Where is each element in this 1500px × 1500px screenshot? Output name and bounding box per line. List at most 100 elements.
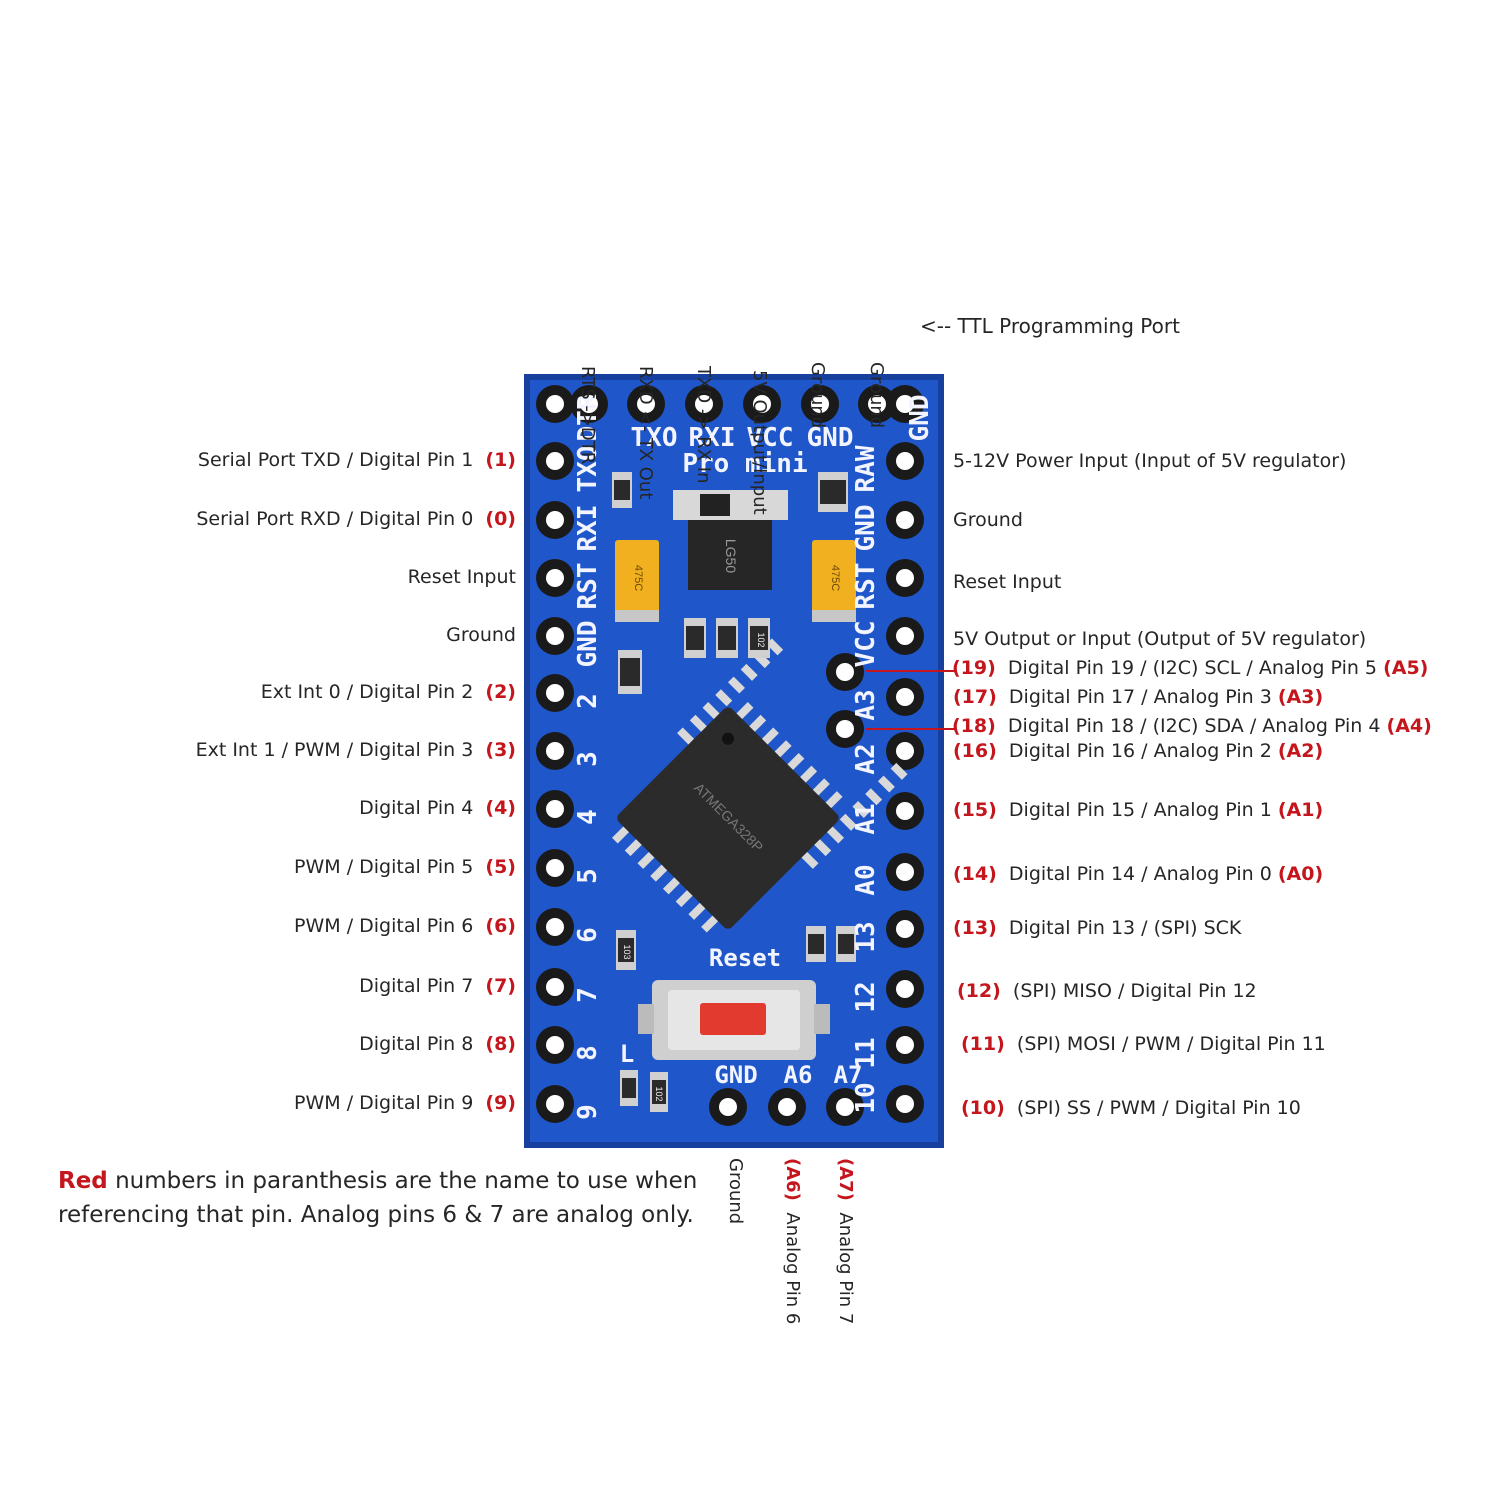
right-label-3: 5V Output or Input (Output of 5V regulat… [953,627,1366,651]
silk-right-11: 11 [851,1037,881,1068]
silk-reset: Reset [709,944,781,972]
left-pad-8-hole [546,918,564,936]
left-pad-5-hole [546,742,564,760]
passive-body-6 [618,938,634,962]
bottom-pad-0-hole [719,1098,737,1116]
right-label-8: (15) Digital Pin 15 / Analog Pin 1 (A1) [953,798,1323,822]
right-pad-6-hole [896,802,914,820]
right-label-text-3: 5V Output or Input (Output of 5V regulat… [953,628,1367,650]
tantalum-marking-0: 475C [632,565,644,591]
a4-pad-hole [836,720,854,738]
mcu-lead-right-1 [877,775,895,793]
right-label-text-10: Digital Pin 13 / (SPI) SCK [1008,917,1242,939]
right-pad-2-hole [896,569,914,587]
left-label-text-2: Reset Input [407,566,516,588]
silk-right-4: VCC [851,621,881,668]
mcu-lead-left-3 [728,676,745,694]
legend-note: Red numbers in paranthesis are the name … [58,1164,697,1232]
silk-right-3: RST [851,563,881,610]
silk-left-3: RST [573,563,603,610]
right-label-post-4: (A5) [1383,657,1429,679]
silk-left-7: 4 [573,809,603,825]
right-label-pre-13: (10) [961,1097,1005,1119]
bottom-label-text-2: Analog Pin 7 [835,1212,856,1325]
right-label-text-5: Digital Pin 17 / Analog Pin 3 [1008,686,1272,708]
right-label-post-9: (A0) [1277,863,1324,885]
silk-left-2: RXI [573,505,603,552]
silk-bottom-1: A6 [784,1061,813,1089]
left-label-text-8: PWM / Digital Pin 6 [294,915,474,937]
reset-button-leg-left [638,1004,654,1034]
right-label-pre-12: (11) [961,1033,1005,1055]
mcu-body [617,707,839,929]
passive-body-10 [622,1078,636,1098]
mcu-lead-bottom-0 [612,826,630,844]
left-label-text-4: Ext Int 0 / Digital Pin 2 [260,681,474,703]
right-label-text-4: Digital Pin 19 / (I2C) SCL / Analog Pin … [1007,657,1378,679]
regulator [688,520,772,590]
bottom-pad-1-hole [778,1098,796,1116]
mcu-dot [722,732,734,745]
silk-right-12: 10 [851,1082,881,1113]
silk-right-0: GND [905,395,935,442]
left-label-7: PWM / Digital Pin 5 (5) [294,855,516,879]
left-label-11: PWM / Digital Pin 9 (9) [294,1091,516,1115]
left-label-text-9: Digital Pin 7 [359,975,474,997]
mcu-lead-top-6 [812,778,830,796]
mcu-lead-right-5 [826,826,844,844]
right-label-13: (10) (SPI) SS / PWM / Digital Pin 10 [961,1096,1301,1120]
right-label-post-8: (A1) [1277,799,1324,821]
right-label-pre-8: (15) [953,799,997,821]
right-label-text-2: Reset Input [953,571,1062,593]
top-pad-0-hole [580,395,598,413]
bottom-pad-2-hole [836,1098,854,1116]
top-label-text-2: TXD -> RX In [693,366,714,484]
passive-body-2 [686,626,704,650]
top-label-text-5: Ground [866,362,887,429]
left-label-num-11: (9) [485,1092,516,1114]
mcu-lead-bottom-3 [650,864,668,882]
mcu-lead-right-6 [814,839,832,857]
right-label-9: (14) Digital Pin 14 / Analog Pin 0 (A0) [953,862,1323,886]
left-pad-6-hole [546,800,564,818]
bottom-label-text-1: Analog Pin 6 [782,1212,803,1325]
top-pad-2-hole [695,395,713,413]
mcu-lead-right-0 [890,762,908,780]
left-label-num-1: (0) [485,508,516,530]
note-line-2: referencing that pin. Analog pins 6 & 7 … [58,1202,694,1228]
right-label-text-12: (SPI) MOSI / PWM / Digital Pin 11 [1016,1033,1326,1055]
right-label-text-1: Ground [953,509,1023,531]
left-pad-9-hole [546,978,564,996]
silk-right-6: A2 [851,743,881,774]
right-label-text-13: (SPI) SS / PWM / Digital Pin 10 [1016,1097,1301,1119]
right-pad-0-hole [896,452,914,470]
left-label-text-3: Ground [446,624,516,646]
tantalum-cap-end-1 [812,610,856,622]
right-pad-3-hole [896,627,914,645]
passive-body-7 [808,934,824,954]
silk-right-7: A1 [851,803,881,834]
silk-right-1: RAW [851,445,881,492]
pin-leader-lines [866,670,956,730]
right-label-1: Ground [953,508,1023,532]
right-label-4: (19) Digital Pin 19 / (I2C) SCL / Analog… [952,656,1428,680]
mcu-lead-bottom-4 [662,877,680,895]
right-pad-11-hole [896,1095,914,1113]
passive-body-3 [718,626,736,650]
top-pad-1-hole [637,395,655,413]
left-label-9: Digital Pin 7 (7) [359,974,516,998]
left-label-1: Serial Port RXD / Digital Pin 0 (0) [196,507,516,531]
right-label-text-8: Digital Pin 15 / Analog Pin 1 [1008,799,1272,821]
right-label-pre-6: (18) [952,715,996,737]
left-label-10: Digital Pin 8 (8) [359,1032,516,1056]
mcu-lead-bottom-7 [701,915,719,933]
right-pad-9-hole [896,980,914,998]
right-label-pre-7: (16) [953,740,997,762]
top-pad-5-hole [868,395,886,413]
left-label-num-9: (7) [485,975,516,997]
mcu-lead-top-0 [736,702,754,720]
bottom-label-2: (A7) Analog Pin 7 [834,1158,856,1324]
right-label-text-11: (SPI) MISO / Digital Pin 12 [1012,980,1257,1002]
right-label-5: (17) Digital Pin 17 / Analog Pin 3 (A3) [953,685,1323,709]
